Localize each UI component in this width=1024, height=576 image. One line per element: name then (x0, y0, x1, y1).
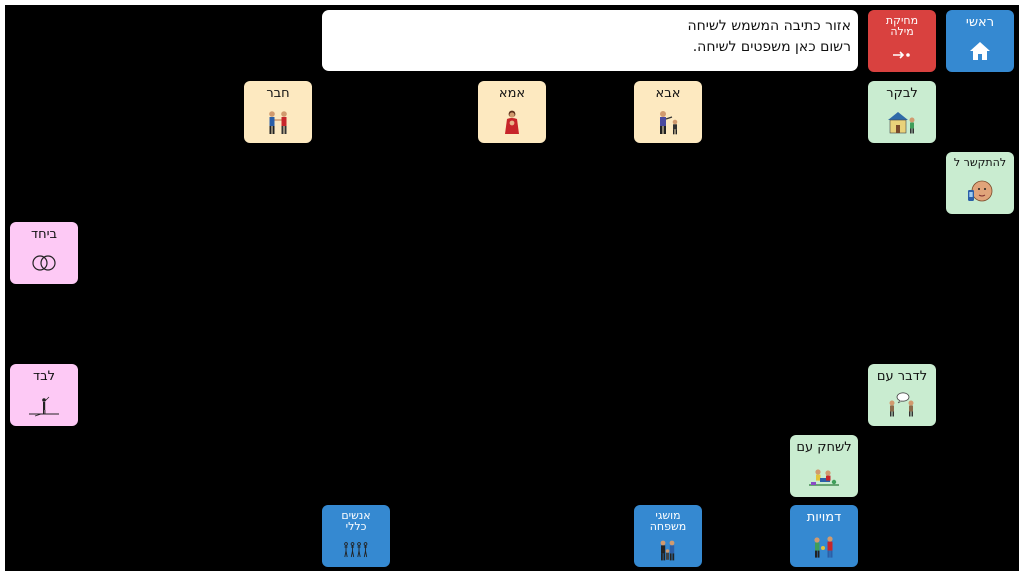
mother-icon (478, 101, 546, 143)
category-people-general-label: אנשים כללי (341, 509, 371, 533)
people-group-icon (322, 532, 390, 567)
home-icon (946, 30, 1014, 72)
message-area[interactable]: אזור כתיבה המשמש לשיחה רשום כאן משפטים ל… (322, 10, 858, 71)
word-play-with[interactable]: לשחק עם (790, 435, 858, 497)
category-characters-label: דמויות (806, 510, 842, 525)
word-father-label: אבא (655, 86, 681, 101)
word-alone-label: לבד (32, 369, 55, 384)
backspace-icon (868, 37, 936, 72)
friends-icon (244, 101, 312, 143)
word-visit[interactable]: לבקר (868, 81, 936, 143)
phone-call-icon (946, 168, 1014, 214)
word-together-label: ביחד (30, 227, 57, 242)
word-talk-with[interactable]: לדבר עם (868, 364, 936, 426)
word-alone[interactable]: לבד (10, 364, 78, 426)
family-icon (634, 532, 702, 567)
alone-person-icon (10, 384, 78, 426)
category-family-concepts-label: מושגי משפחה (649, 509, 687, 533)
house-visit-icon (868, 101, 936, 143)
father-icon (634, 101, 702, 143)
word-play-with-label: לשחק עם (796, 440, 852, 455)
talking-people-icon (868, 384, 936, 426)
word-mother-label: אמא (498, 86, 526, 101)
category-characters[interactable]: דמויות (790, 505, 858, 567)
together-rings-icon (10, 242, 78, 284)
category-family-concepts[interactable]: מושגי משפחה (634, 505, 702, 567)
delete-word-button[interactable]: מחיקת מילה (868, 10, 936, 72)
aac-board: ראשי מחיקת מילה אזור כתיבה המשמש לשיחה ר… (5, 5, 1019, 571)
category-people-general[interactable]: אנשים כללי (322, 505, 390, 567)
word-father[interactable]: אבא (634, 81, 702, 143)
message-line-2: רשום כאן משפטים לשיחה. (692, 39, 851, 55)
word-contact-label: להתקשר ל (953, 156, 1007, 169)
home-button[interactable]: ראשי (946, 10, 1014, 72)
word-together[interactable]: ביחד (10, 222, 78, 284)
home-label: ראשי (965, 15, 995, 30)
characters-icon (790, 525, 858, 567)
word-talk-with-label: לדבר עם (876, 369, 928, 384)
playing-kids-icon (790, 455, 858, 497)
word-friend-label: חבר (266, 86, 290, 101)
message-line-1: אזור כתיבה המשמש לשיחה (687, 18, 851, 34)
word-mother[interactable]: אמא (478, 81, 546, 143)
delete-word-label: מחיקת מילה (885, 14, 919, 38)
word-friend[interactable]: חבר (244, 81, 312, 143)
word-contact[interactable]: להתקשר ל (946, 152, 1014, 214)
word-visit-label: לבקר (886, 86, 918, 101)
